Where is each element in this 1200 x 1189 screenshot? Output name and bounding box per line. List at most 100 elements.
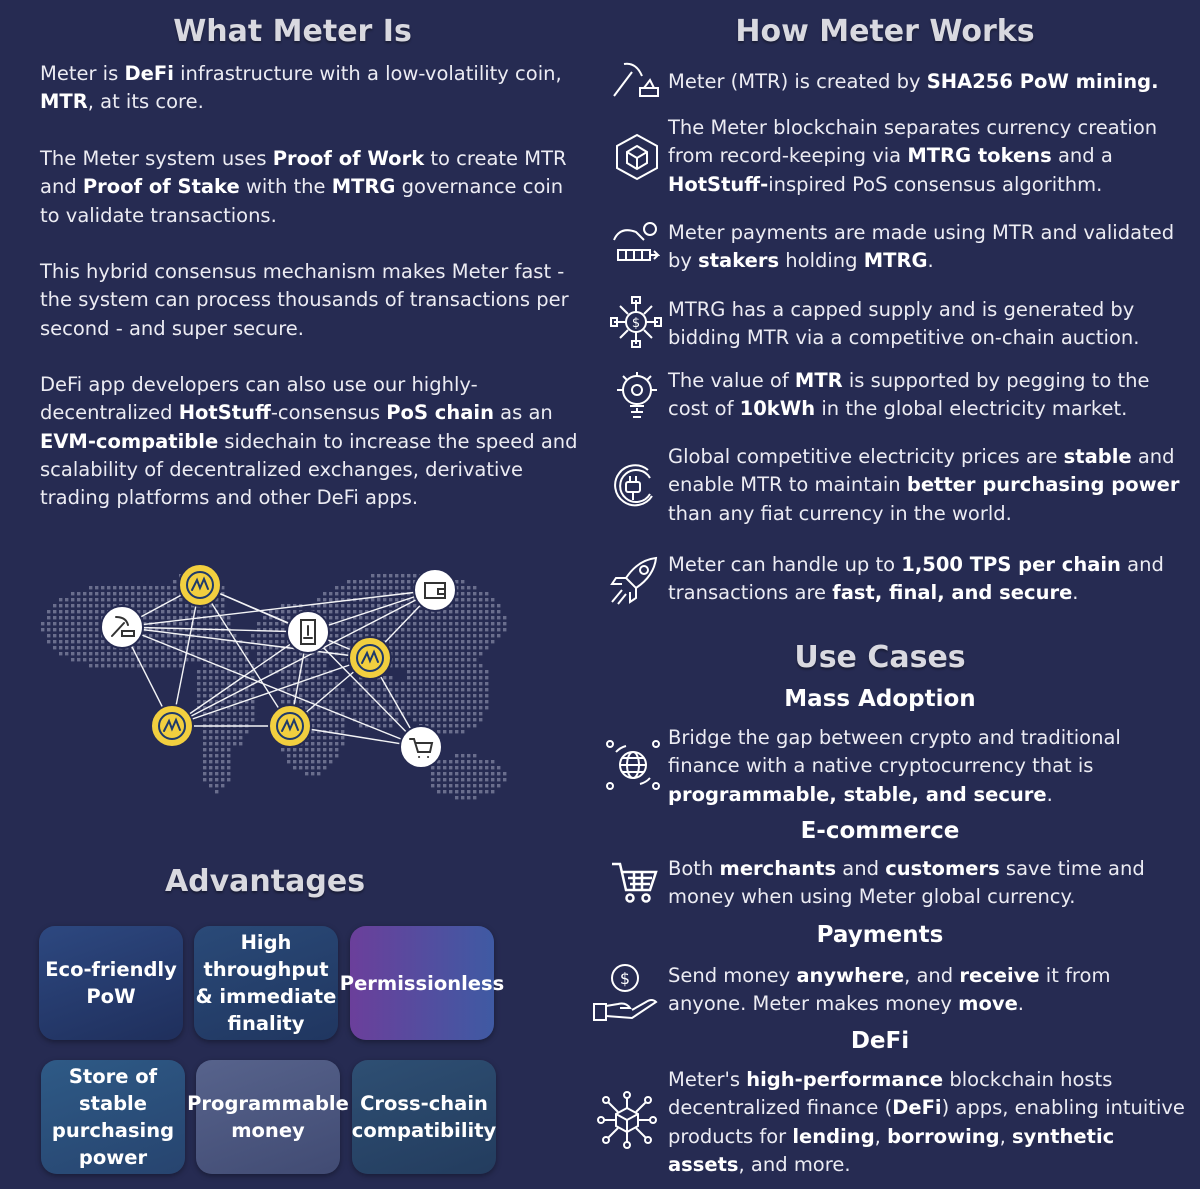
map-dot xyxy=(443,718,447,722)
map-dot xyxy=(59,604,63,608)
map-dot xyxy=(89,646,93,650)
map-dot xyxy=(323,670,327,674)
map-dot xyxy=(161,628,165,632)
map-dot xyxy=(305,748,309,752)
map-dot xyxy=(221,670,225,674)
map-dot xyxy=(371,634,375,638)
map-dot xyxy=(239,736,243,740)
map-dot xyxy=(431,652,435,656)
map-dot xyxy=(143,646,147,650)
map-dot xyxy=(209,760,213,764)
map-dot xyxy=(335,700,339,704)
map-dot xyxy=(377,634,381,638)
map-dot xyxy=(359,700,363,704)
map-dot xyxy=(467,622,471,626)
map-dot xyxy=(377,712,381,716)
advantage-tile-eco-friendly: Eco-friendly PoW xyxy=(39,926,183,1040)
map-dot xyxy=(221,652,225,656)
map-dot xyxy=(479,604,483,608)
map-dot xyxy=(461,610,465,614)
map-dot xyxy=(383,724,387,728)
map-dot xyxy=(191,610,195,614)
map-dot xyxy=(185,622,189,626)
meter-coin-icon xyxy=(348,636,392,680)
map-dot xyxy=(311,694,315,698)
map-dot xyxy=(395,610,399,614)
map-dot xyxy=(419,676,423,680)
map-dot xyxy=(425,658,429,662)
map-dot xyxy=(371,718,375,722)
map-dot xyxy=(215,676,219,680)
map-dot xyxy=(455,664,459,668)
map-dot xyxy=(455,718,459,722)
map-dot xyxy=(221,604,225,608)
network-line xyxy=(307,631,422,748)
map-dot xyxy=(203,610,207,614)
map-dot xyxy=(317,682,321,686)
map-dot xyxy=(377,718,381,722)
map-dot xyxy=(395,592,399,596)
map-dot xyxy=(485,628,489,632)
use-case-heading-mass-adoption: Mass Adoption xyxy=(784,686,976,712)
map-dot xyxy=(257,628,261,632)
map-dot xyxy=(173,652,177,656)
map-dot xyxy=(479,634,483,638)
map-dot xyxy=(401,616,405,620)
map-dot xyxy=(281,622,285,626)
map-dot xyxy=(209,688,213,692)
map-dot xyxy=(347,604,351,608)
map-dot xyxy=(467,754,471,758)
map-dot xyxy=(311,658,315,662)
map-dot xyxy=(443,646,447,650)
map-dot xyxy=(233,688,237,692)
map-dot xyxy=(473,700,477,704)
map-dot xyxy=(203,742,207,746)
map-dot xyxy=(377,622,381,626)
map-dot xyxy=(389,718,393,722)
map-dot xyxy=(155,652,159,656)
map-dot xyxy=(197,652,201,656)
map-dot xyxy=(317,688,321,692)
map-dot xyxy=(227,676,231,680)
map-dot xyxy=(377,610,381,614)
map-dot xyxy=(53,634,57,638)
map-dot xyxy=(371,682,375,686)
map-dot xyxy=(101,664,105,668)
map-dot xyxy=(467,766,471,770)
map-dot xyxy=(269,664,273,668)
map-dot xyxy=(227,712,231,716)
map-dot xyxy=(443,772,447,776)
map-dot xyxy=(209,742,213,746)
map-dot xyxy=(317,694,321,698)
map-dot xyxy=(377,688,381,692)
map-dot xyxy=(455,706,459,710)
map-dot xyxy=(347,592,351,596)
map-dot xyxy=(437,784,441,788)
map-dot xyxy=(95,646,99,650)
map-dot xyxy=(263,640,267,644)
map-dot xyxy=(395,718,399,722)
map-dot xyxy=(167,616,171,620)
lightbulb-gear-icon xyxy=(611,368,663,420)
meter-coin-icon xyxy=(178,563,222,607)
map-dot xyxy=(329,742,333,746)
map-dot xyxy=(335,604,339,608)
map-dot xyxy=(473,610,477,614)
map-dot xyxy=(215,718,219,722)
map-dot xyxy=(491,772,495,776)
map-dot xyxy=(359,718,363,722)
map-dot xyxy=(257,652,261,656)
map-dot xyxy=(467,610,471,614)
use-case-heading-ecommerce: E-commerce xyxy=(800,818,960,844)
map-dot xyxy=(437,622,441,626)
map-dot xyxy=(389,688,393,692)
map-dot xyxy=(275,646,279,650)
map-dot xyxy=(467,700,471,704)
map-dot xyxy=(101,658,105,662)
map-dot xyxy=(383,580,387,584)
map-dot xyxy=(383,688,387,692)
map-dot xyxy=(173,604,177,608)
map-dot xyxy=(497,784,501,788)
map-dot xyxy=(437,790,441,794)
map-dot xyxy=(359,580,363,584)
